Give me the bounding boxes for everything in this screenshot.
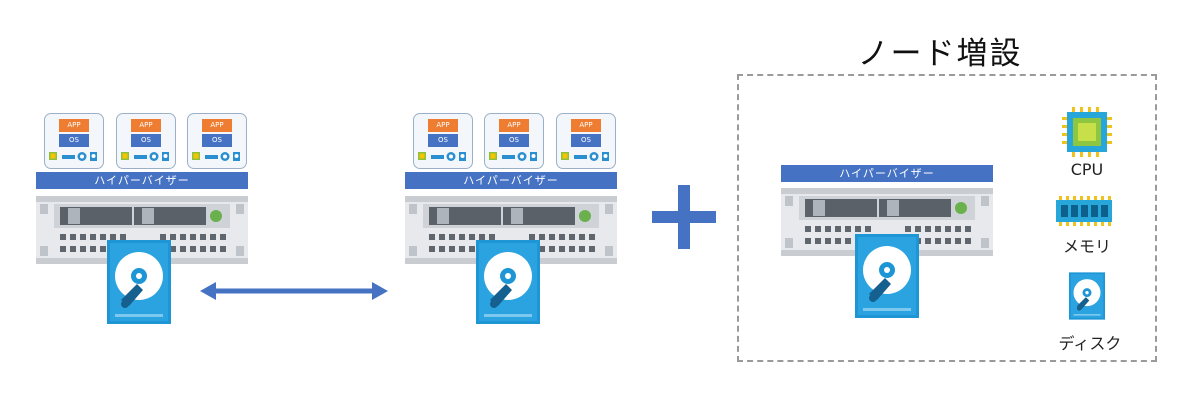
- disk-icon: [107, 240, 171, 324]
- os-label: OS: [428, 134, 458, 147]
- app-label: APP: [499, 119, 529, 132]
- app-label: APP: [202, 119, 232, 132]
- vm-card: APP OS: [116, 113, 176, 169]
- hypervisor-bar: ハイパーバイザー: [36, 172, 248, 189]
- double-arrow-icon: [200, 282, 388, 300]
- app-label: APP: [428, 119, 458, 132]
- cpu-icon: [1062, 107, 1112, 157]
- vm-card: APP OS: [187, 113, 247, 169]
- os-label: OS: [202, 134, 232, 147]
- new-node-box: [737, 74, 1157, 362]
- vm-card: APP OS: [484, 113, 544, 169]
- vm-resource-icons: [418, 151, 468, 162]
- os-label: OS: [499, 134, 529, 147]
- node-title: ノード増設: [857, 36, 1023, 72]
- plus-icon: [652, 185, 716, 249]
- app-label: APP: [131, 119, 161, 132]
- disk-icon: [476, 240, 540, 324]
- vm-resource-icons: [192, 151, 242, 162]
- disk-icon: [1069, 272, 1105, 320]
- hypervisor-bar: ハイパーバイザー: [781, 165, 993, 182]
- hypervisor-bar: ハイパーバイザー: [405, 172, 617, 189]
- vm-card: APP OS: [413, 113, 473, 169]
- memory-label: メモリ: [1062, 237, 1111, 256]
- vm-resource-icons: [121, 151, 171, 162]
- cpu-label: CPU: [1070, 160, 1104, 179]
- os-label: OS: [571, 134, 601, 147]
- app-label: APP: [59, 119, 89, 132]
- app-label: APP: [571, 119, 601, 132]
- memory-icon: [1056, 196, 1112, 226]
- vm-card: APP OS: [556, 113, 616, 169]
- os-label: OS: [59, 134, 89, 147]
- disk-label: ディスク: [1058, 334, 1122, 353]
- vm-resource-icons: [561, 151, 611, 162]
- vm-resource-icons: [489, 151, 539, 162]
- disk-icon: [855, 234, 919, 318]
- os-label: OS: [131, 134, 161, 147]
- vm-card: APP OS: [44, 113, 104, 169]
- vm-resource-icons: [49, 151, 99, 162]
